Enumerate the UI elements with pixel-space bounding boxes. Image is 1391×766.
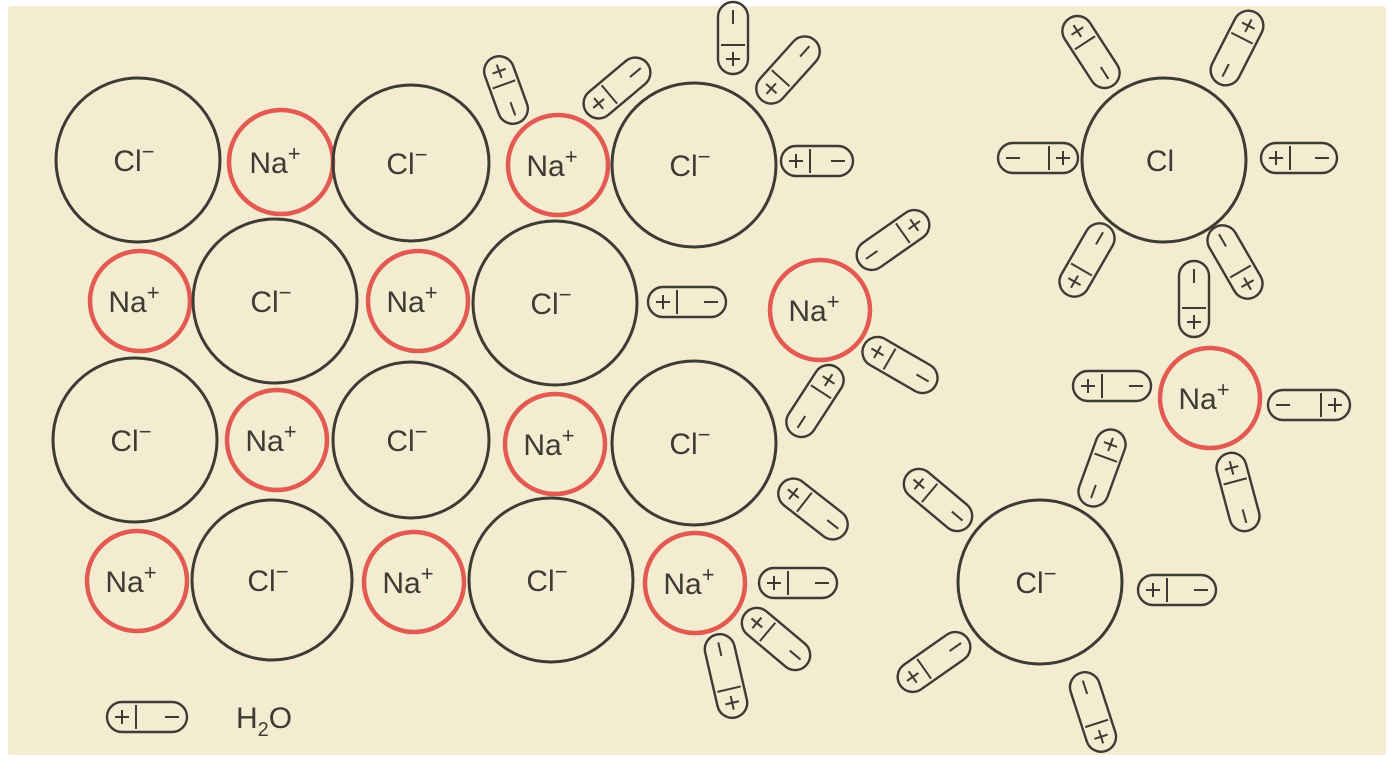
ion-charge: − <box>276 559 289 584</box>
ion-symbol: Cl <box>386 148 414 181</box>
ion-symbol: Cl <box>526 565 554 598</box>
ion-symbol: Cl <box>669 428 697 461</box>
ion-symbol: Na <box>386 286 425 319</box>
ion-symbol: Cl <box>1146 145 1174 178</box>
ion-symbol: Cl <box>110 425 138 458</box>
ion-charge: − <box>698 422 711 447</box>
ion-charge: + <box>288 141 301 166</box>
legend-text-h: H <box>236 702 258 735</box>
ion-label: Cl <box>1146 145 1174 178</box>
ion-symbol: Na <box>108 286 147 319</box>
ion-symbol: Cl <box>386 425 414 458</box>
ion-symbol: Cl <box>247 565 275 598</box>
ion-symbol: Na <box>249 147 288 180</box>
ion-charge: + <box>562 423 575 448</box>
ion-charge: − <box>698 144 711 169</box>
ion-charge: + <box>284 419 297 444</box>
ion-charge: − <box>555 559 568 584</box>
ion-symbol: Cl <box>530 288 558 321</box>
ion-charge: − <box>279 280 292 305</box>
ion-charge: − <box>1044 561 1057 586</box>
ion-symbol: Na <box>382 567 421 600</box>
ion-charge: + <box>702 562 715 587</box>
ion-symbol: Cl <box>1015 567 1043 600</box>
ion-charge: − <box>139 419 152 444</box>
ion-charge: + <box>421 561 434 586</box>
ion-symbol: Na <box>526 150 565 183</box>
ion-charge: + <box>1217 377 1230 402</box>
ion-symbol: Na <box>663 568 702 601</box>
ion-charge: + <box>144 560 157 585</box>
ion-symbol: Na <box>788 295 827 328</box>
legend-text-subscript: 2 <box>258 719 269 741</box>
legend-text-o: O <box>269 702 292 735</box>
ion-charge: − <box>415 142 428 167</box>
ion-symbol: Na <box>245 425 284 458</box>
ion-symbol: Cl <box>250 286 278 319</box>
paper-background <box>8 6 1386 755</box>
ion-symbol: Na <box>1178 383 1217 416</box>
ion-symbol: Na <box>523 429 562 462</box>
ion-charge: + <box>425 280 438 305</box>
ion-charge: + <box>565 144 578 169</box>
ion-charge: + <box>147 280 160 305</box>
ion-symbol: Cl <box>669 150 697 183</box>
ion-charge: − <box>415 419 428 444</box>
ion-charge: + <box>827 289 840 314</box>
ion-charge: − <box>142 139 155 164</box>
ion-charge: − <box>559 282 572 307</box>
ion-symbol: Cl <box>113 145 141 178</box>
ion-symbol: Na <box>105 566 144 599</box>
